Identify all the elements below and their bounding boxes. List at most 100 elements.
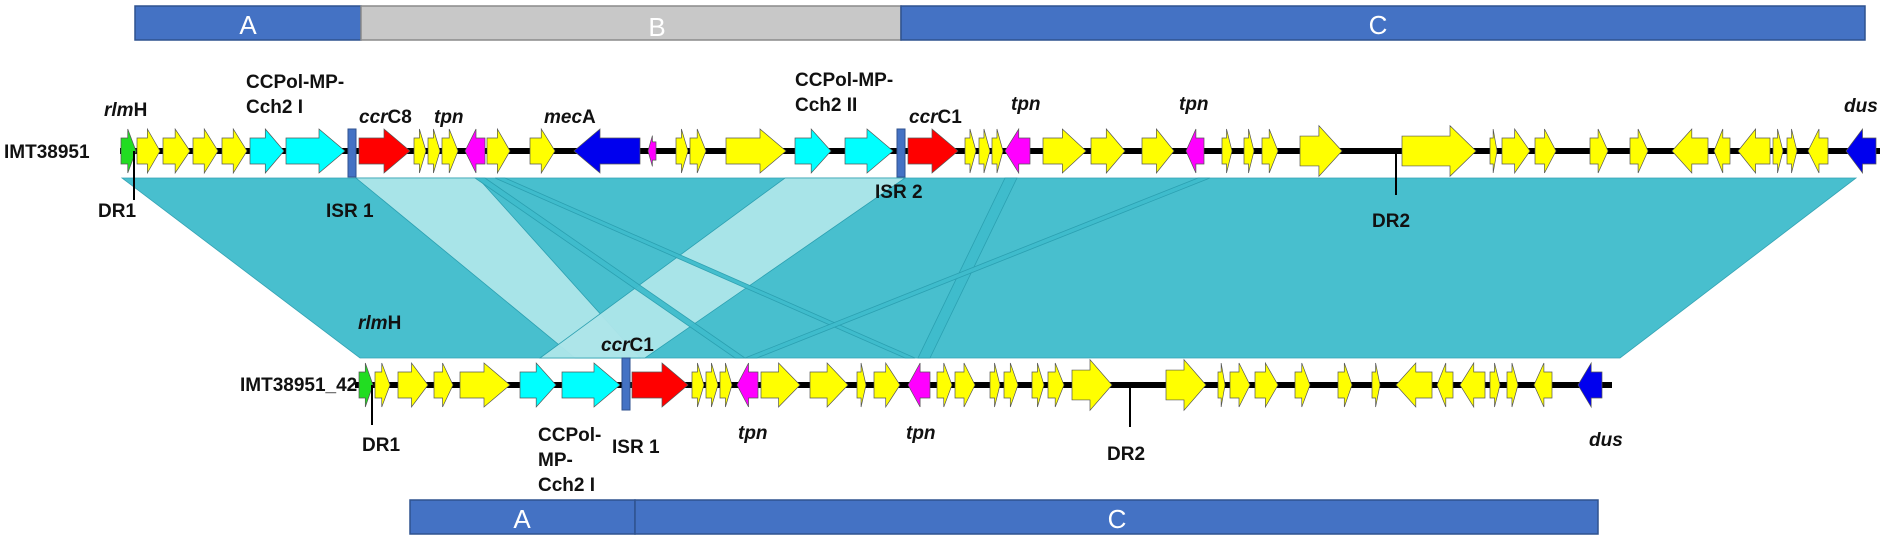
- top-gene-arrow: [1737, 128, 1771, 174]
- top-gene-arrow: [249, 128, 285, 174]
- top-gene-arrow: [1772, 128, 1784, 174]
- top-track-name: IMT38951: [4, 142, 90, 163]
- bottom-gene-arrow: [397, 361, 429, 409]
- top-label-ccpol2-line2: Cch2 II: [795, 95, 857, 116]
- bottom-gene-arrows: [358, 358, 1603, 412]
- top-label-meca: mecA: [544, 107, 596, 128]
- top-gene-arrow: [427, 128, 441, 174]
- top-gene-arrow: [1489, 128, 1498, 174]
- top-segment-b-label: B: [648, 12, 665, 42]
- top-gene-arrow: [1713, 128, 1731, 174]
- top-label-dr2: DR2: [1372, 211, 1410, 232]
- top-isr1-box: [347, 128, 357, 178]
- bottom-gene-arrow: [1395, 362, 1433, 408]
- bottom-gene-arrow: [1337, 362, 1353, 408]
- top-isr2-box: [896, 128, 906, 178]
- bottom-label-dr2: DR2: [1107, 444, 1145, 465]
- bottom-gene-arrow: [705, 362, 719, 408]
- top-gene-arrow: [1261, 128, 1279, 174]
- bottom-gene-arrow: [1506, 362, 1519, 408]
- bottom-label-dr1: DR1: [362, 435, 400, 456]
- top-gene-arrow: [1243, 128, 1255, 174]
- top-gene-arrow: [844, 128, 894, 174]
- bottom-segment-c: [634, 499, 1599, 535]
- top-gene-arrow: [358, 128, 411, 174]
- top-gene-arrow: [991, 128, 1004, 174]
- bottom-gene-arrow: [1165, 358, 1207, 412]
- bottom-gene-arrow: [936, 362, 953, 408]
- bottom-gene-arrow: [954, 362, 976, 408]
- bottom-label-rlmh: rlmH: [358, 313, 401, 334]
- bottom-gene-arrow: [1577, 361, 1603, 409]
- top-gene-arrow: [1004, 127, 1031, 175]
- top-gene-arrow: [464, 128, 486, 174]
- bottom-segment-a: [409, 499, 636, 535]
- top-label-tpn1: tpn: [434, 107, 464, 128]
- bottom-gene-arrow: [631, 362, 689, 408]
- top-label-tpn3: tpn: [1179, 94, 1209, 115]
- bottom-gene-arrow: [433, 362, 454, 408]
- top-gene-arrow: [221, 127, 248, 175]
- bottom-segment-a-label: A: [513, 504, 531, 534]
- top-gene-arrow: [978, 128, 991, 174]
- homology-band: [494, 177, 916, 359]
- top-gene-arrow: [573, 128, 641, 174]
- bottom-track-name: IMT38951_42: [240, 375, 357, 396]
- top-label-dr1: DR1: [98, 201, 136, 222]
- bottom-gene-arrow: [1294, 362, 1311, 408]
- top-gene-arrow: [1401, 124, 1477, 178]
- top-gene-arrow: [1629, 128, 1649, 174]
- bottom-gene-arrow: [1371, 362, 1381, 408]
- top-gene-arrow: [964, 128, 977, 174]
- top-gene-arrow: [794, 128, 832, 174]
- top-label-tpn2: tpn: [1011, 94, 1041, 115]
- top-gene-arrow: [1589, 128, 1609, 174]
- top-gene-arrow: [1042, 128, 1087, 174]
- top-label-dus: dus: [1844, 96, 1878, 117]
- bottom-gene-arrow: [374, 362, 391, 408]
- bottom-gene-arrow: [736, 362, 759, 408]
- top-segment-b: [360, 5, 902, 41]
- top-gene-arrow: [1786, 128, 1798, 174]
- top-label-ccpol1-line1: CCPol-MP-: [246, 72, 344, 93]
- top-gene-arrow: [1534, 128, 1557, 174]
- top-segment-c: [900, 5, 1866, 41]
- bottom-gene-arrow: [1254, 361, 1279, 409]
- bottom-gene-arrow: [1047, 362, 1065, 408]
- bottom-segment-bar: A C: [409, 499, 1599, 535]
- bottom-gene-arrow: [760, 362, 801, 408]
- homology-band: [538, 177, 907, 359]
- top-gene-arrow: [1185, 128, 1205, 174]
- bottom-label-ccpol-line2: MP-: [538, 450, 573, 471]
- top-label-isr1: ISR 1: [326, 201, 374, 222]
- homology-bands: [120, 177, 1858, 359]
- top-gene-arrow: [413, 128, 427, 174]
- top-gene-arrow: [120, 128, 137, 174]
- top-gene-arrow: [441, 128, 459, 174]
- top-gene-arrow: [689, 128, 707, 174]
- bottom-label-ccrc1: ccrC1: [601, 335, 654, 356]
- top-label-ccrc8: ccrC8: [359, 107, 412, 128]
- top-gene-arrow: [136, 127, 161, 175]
- top-label-rlmh: rlmH: [104, 100, 147, 121]
- homology-band: [917, 177, 1018, 359]
- bottom-label-dus: dus: [1589, 430, 1623, 451]
- bottom-label-ccpol-line3: Cch2 I: [538, 475, 595, 496]
- bottom-gene-arrow: [358, 362, 374, 408]
- bottom-gene-arrow: [1436, 362, 1454, 408]
- bottom-gene-arrow: [719, 362, 733, 408]
- top-gene-arrow: [1807, 128, 1829, 174]
- bottom-gene-arrow: [1071, 358, 1113, 412]
- top-gene-arrow: [1299, 124, 1343, 178]
- bottom-gene-arrow: [907, 362, 931, 408]
- bottom-gene-arrow: [989, 362, 1001, 408]
- bottom-segment-c-label: C: [1108, 504, 1127, 534]
- top-segment-c-label: C: [1369, 10, 1388, 40]
- top-gene-arrow: [907, 128, 959, 174]
- bottom-gene-arrow: [519, 362, 557, 408]
- bottom-label-tpn1: tpn: [738, 423, 768, 444]
- bottom-gene-arrow: [459, 362, 511, 408]
- top-gene-arrow: [1141, 128, 1175, 174]
- bottom-gene-arrow: [1217, 362, 1226, 408]
- bottom-gene-arrow: [1229, 362, 1251, 408]
